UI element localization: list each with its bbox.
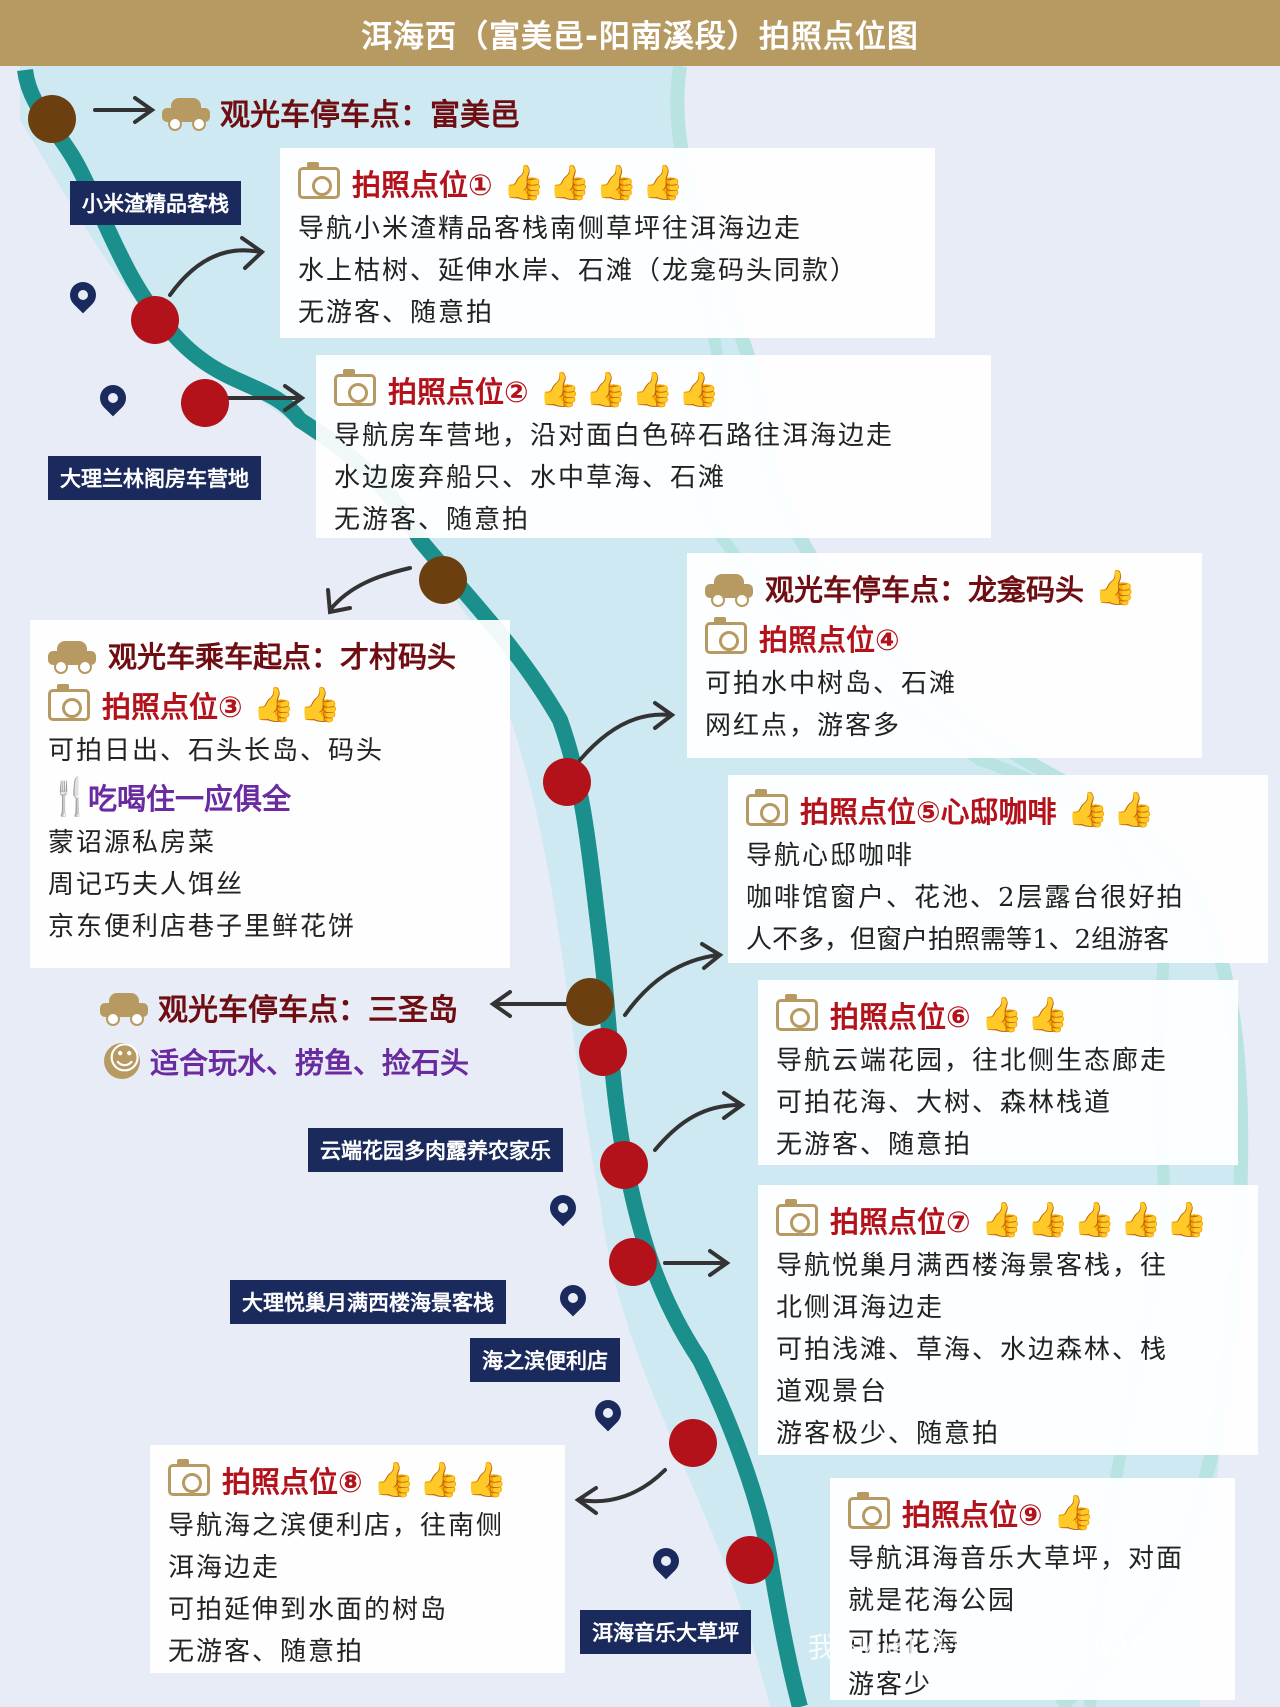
- camera-icon: [705, 617, 747, 654]
- thumbs-up-rating: 👍: [1052, 1493, 1099, 1533]
- stop-dot-caicun[interactable]: [419, 556, 467, 604]
- spot-dot-6b[interactable]: [600, 1141, 648, 1189]
- page-title: 洱海西（富美邑-阳南溪段）拍照点位图: [0, 0, 1280, 66]
- spot-card-2: 拍照点位② 👍👍👍👍 导航房车营地，沿对面白色碎石路往洱海边走 水边废弃船只、水…: [316, 355, 991, 538]
- arrow-spot7: [663, 1249, 731, 1277]
- spot-card-1: 拍照点位① 👍👍👍👍 导航小米渣精品客栈南侧草坪往洱海边走 水上枯树、延伸水岸、…: [280, 148, 935, 338]
- arrow-spot8: [574, 1468, 667, 1515]
- thumbs-up-rating: 👍: [1094, 568, 1141, 608]
- car-icon: [705, 574, 753, 607]
- thumbs-up-rating: 👍👍👍👍: [538, 370, 724, 410]
- smile-icon: [104, 1039, 141, 1079]
- place-sign-yuechao: 大理悦巢月满西楼海景客栈: [230, 1280, 506, 1324]
- stop-dot-sansheng[interactable]: [566, 978, 614, 1026]
- spot-card-3: 观光车乘车起点：才村码头 拍照点位③ 👍👍 可拍日出、石头长岛、码头 🍴 吃喝住…: [30, 620, 510, 968]
- thumbs-up-rating: 👍👍👍👍👍: [980, 1200, 1213, 1240]
- place-sign-yunduan: 云端花园多肉露养农家乐: [308, 1128, 563, 1172]
- spot-dot-1[interactable]: [131, 296, 179, 344]
- sansheng-note: 适合玩水、捞鱼、捡石头: [104, 1039, 469, 1082]
- spot-dot-6[interactable]: [579, 1028, 627, 1076]
- car-icon: [162, 98, 210, 131]
- spot-card-4: 观光车停车点：龙龛码头 👍 拍照点位④ 可拍水中树岛、石滩 网红点，游客多: [687, 553, 1202, 758]
- spot-dot-9[interactable]: [726, 1536, 774, 1584]
- arrow-caicun: [326, 566, 412, 615]
- stop-label-sansheng: 观光车停车点：三圣岛: [100, 985, 458, 1029]
- watermark-text: 我的小红书号：448870252: [808, 1631, 1165, 1664]
- camera-icon: [298, 162, 340, 199]
- camera-icon: [746, 789, 788, 826]
- thumbs-up-rating: 👍👍👍: [372, 1460, 512, 1500]
- spot-dot-7[interactable]: [609, 1238, 657, 1286]
- spot-dot-8[interactable]: [669, 1419, 717, 1467]
- arrow-spot1: [168, 236, 266, 297]
- arrow-spot4: [578, 701, 676, 762]
- arrow-sansheng: [489, 990, 572, 1018]
- place-sign-lanlinge: 大理兰林阁房车营地: [48, 456, 261, 500]
- spot-dot-4[interactable]: [543, 758, 591, 806]
- thumbs-up-rating: 👍👍👍👍: [502, 163, 688, 203]
- camera-icon: [334, 369, 376, 406]
- spot-card-6: 拍照点位⑥ 👍👍 导航云端花园，往北侧生态廊走 可拍花海、大树、森林栈道 无游客…: [758, 980, 1238, 1165]
- spot-card-8: 拍照点位⑧ 👍👍👍 导航海之滨便利店，往南侧 洱海边走 可拍延伸到水面的树岛 无…: [150, 1445, 565, 1673]
- car-icon: [100, 993, 148, 1026]
- camera-icon: [168, 1459, 210, 1496]
- thumbs-up-rating: 👍👍: [1066, 790, 1160, 830]
- stop-label-fumeiyi: 观光车停车点：富美邑: [162, 90, 520, 134]
- arrow-spot5: [623, 942, 724, 1017]
- place-sign-xiaomizha: 小米渣精品客栈: [70, 181, 241, 225]
- arrow-spot6: [653, 1091, 746, 1152]
- arrow-fumeiyi: [93, 96, 156, 124]
- route-arrows: [93, 96, 746, 1515]
- spot-dot-2[interactable]: [181, 379, 229, 427]
- car-icon: [48, 641, 96, 674]
- arrow-spot2: [223, 384, 306, 412]
- thumbs-up-rating: 👍👍: [980, 995, 1074, 1035]
- spot-card-7: 拍照点位⑦ 👍👍👍👍👍 导航悦巢月满西楼海景客栈，往 北侧洱海边走 可拍浅滩、草…: [758, 1185, 1258, 1455]
- spot-card-9: 拍照点位⑨ 👍 导航洱海音乐大草坪，对面 就是花海公园 可拍花海 游客少: [830, 1478, 1235, 1700]
- fork-knife-icon: 🍴: [48, 777, 93, 818]
- camera-icon: [776, 994, 818, 1031]
- stop-dot-fumeiyi[interactable]: [28, 95, 76, 143]
- camera-icon: [848, 1492, 890, 1529]
- thumbs-up-rating: 👍👍: [252, 685, 346, 725]
- camera-icon: [48, 684, 90, 721]
- spot-card-5: 拍照点位⑤心邸咖啡 👍👍 导航心邸咖啡 咖啡馆窗户、花池、2层露台很好拍 人不多…: [728, 775, 1268, 963]
- camera-icon: [776, 1199, 818, 1236]
- place-sign-haizhibin: 海之滨便利店: [470, 1338, 620, 1382]
- place-sign-music-lawn: 洱海音乐大草坪: [580, 1610, 751, 1654]
